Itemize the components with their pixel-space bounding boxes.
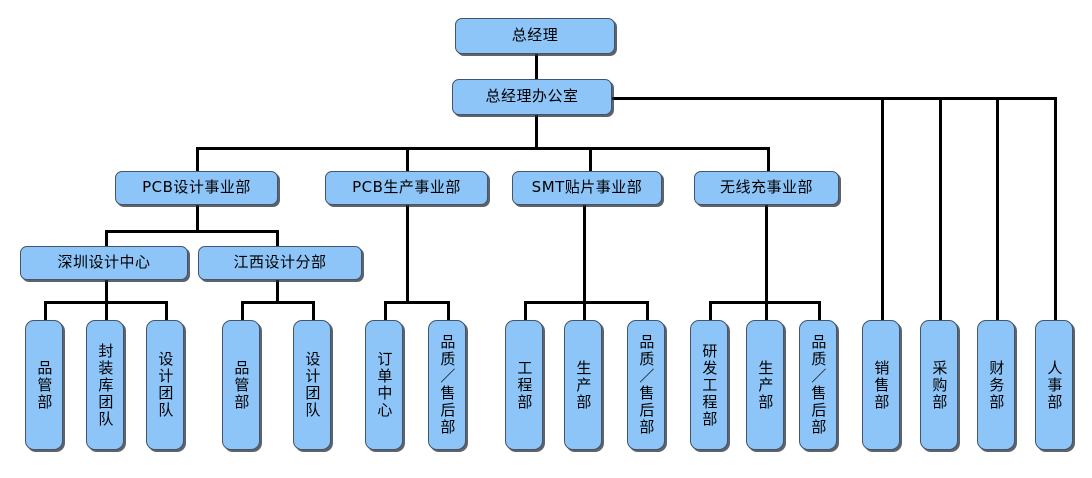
connector-smt-leaf-1 <box>524 301 527 321</box>
leaf-label: 品质／售后部 <box>438 334 457 436</box>
connector-smt-leaf-2 <box>583 301 586 321</box>
leaf-label: 品质／售后部 <box>809 334 828 436</box>
leaf-purchasing-department[interactable]: 采购部 <box>920 320 958 450</box>
node-label: 深圳设计中心 <box>57 253 151 272</box>
connector-drop-hr <box>1054 97 1057 321</box>
connector-drop-finance <box>996 97 999 321</box>
leaf-shenzhen-package-library[interactable]: 封装库团队 <box>86 320 124 450</box>
leaf-label: 销售部 <box>872 359 891 411</box>
leaf-label: 生产部 <box>756 359 775 411</box>
connector-wireless-leaf-2 <box>765 301 768 321</box>
leaf-label: 工程部 <box>515 359 534 411</box>
connector-drop-wireless <box>767 147 770 173</box>
node-label: 总经理 <box>511 26 559 45</box>
connector-shenzhen-leaf-3 <box>165 301 168 321</box>
connector-pcbprod-stem <box>406 203 409 303</box>
node-shenzhen-design-center[interactable]: 深圳设计中心 <box>20 246 188 280</box>
connector-smt-leaf-3 <box>646 301 649 321</box>
leaf-label: 人事部 <box>1045 359 1064 411</box>
node-general-manager[interactable]: 总经理 <box>455 18 615 54</box>
leaf-label: 采购部 <box>930 359 949 411</box>
connector-division-bus <box>196 147 770 150</box>
connector-centers-bus <box>105 230 279 233</box>
connector-gm-to-office <box>535 52 538 82</box>
connector-drop-jiangxi <box>276 230 279 248</box>
leaf-shenzhen-design-team[interactable]: 设计团队 <box>146 320 184 450</box>
connector-jiangxi-stem <box>276 278 279 303</box>
leaf-label: 设计团队 <box>303 351 322 419</box>
connector-shenzhen-leaf-1 <box>44 301 47 321</box>
connector-drop-purchasing <box>939 97 942 321</box>
connector-drop-sales <box>881 97 884 321</box>
leaf-label: 品质／售后部 <box>637 334 656 436</box>
node-pcb-design-division[interactable]: PCB设计事业部 <box>115 171 278 205</box>
connector-wireless-leaf-1 <box>709 301 712 321</box>
connector-direct-bus <box>612 97 1057 100</box>
node-smt-division[interactable]: SMT贴片事业部 <box>512 171 662 205</box>
leaf-jiangxi-design-team[interactable]: 设计团队 <box>293 320 331 450</box>
node-label: PCB生产事业部 <box>352 178 461 197</box>
node-pcb-production-division[interactable]: PCB生产事业部 <box>325 171 488 205</box>
connector-pcbprod-leaf-1 <box>384 301 387 321</box>
connector-jiangxi-leaf-2 <box>312 301 315 321</box>
node-jiangxi-design-branch[interactable]: 江西设计分部 <box>198 246 362 280</box>
leaf-hr-department[interactable]: 人事部 <box>1035 320 1073 450</box>
leaf-wireless-production[interactable]: 生产部 <box>746 320 784 450</box>
leaf-shenzhen-quality[interactable]: 品管部 <box>25 320 63 450</box>
leaf-label: 设计团队 <box>156 351 175 419</box>
node-label: 江西设计分部 <box>233 253 327 272</box>
node-label: 无线充事业部 <box>719 178 813 197</box>
connector-jiangxi-leaf-1 <box>241 301 244 321</box>
leaf-label: 封装库团队 <box>96 342 115 428</box>
leaf-sales-department[interactable]: 销售部 <box>862 320 900 450</box>
leaf-label: 品管部 <box>35 359 54 411</box>
leaf-pcbprod-quality-aftersales[interactable]: 品质／售后部 <box>428 320 466 450</box>
node-label: PCB设计事业部 <box>142 178 251 197</box>
connector-drop-smt <box>589 147 592 173</box>
connector-office-stem <box>535 113 538 149</box>
connector-wireless-leaf-3 <box>818 301 821 321</box>
leaf-wireless-rd-engineering[interactable]: 研发工程部 <box>690 320 728 450</box>
connector-drop-shenzhen <box>105 230 108 248</box>
leaf-smt-quality-aftersales[interactable]: 品质／售后部 <box>627 320 665 450</box>
leaf-label: 财务部 <box>987 359 1006 411</box>
node-label: SMT贴片事业部 <box>531 178 643 197</box>
leaf-finance-department[interactable]: 财务部 <box>977 320 1015 450</box>
leaf-label: 生产部 <box>574 359 593 411</box>
leaf-label: 品管部 <box>232 359 251 411</box>
connector-wireless-stem <box>765 203 768 303</box>
connector-drop-pcb-production <box>406 147 409 173</box>
leaf-jiangxi-quality[interactable]: 品管部 <box>222 320 260 450</box>
leaf-smt-engineering[interactable]: 工程部 <box>505 320 543 450</box>
connector-shenzhen-stem <box>105 278 108 303</box>
leaf-smt-production[interactable]: 生产部 <box>564 320 602 450</box>
connector-pcbprod-leaf-2 <box>447 301 450 321</box>
connector-smt-stem <box>583 203 586 303</box>
leaf-wireless-quality-aftersales[interactable]: 品质／售后部 <box>799 320 837 450</box>
leaf-label: 订单中心 <box>375 351 394 419</box>
connector-shenzhen-leaf-2 <box>105 301 108 321</box>
connector-drop-pcb-design <box>196 147 199 173</box>
connector-jiangxi-bus <box>241 301 315 304</box>
node-wireless-division[interactable]: 无线充事业部 <box>694 171 839 205</box>
connector-pcbprod-bus <box>384 301 450 304</box>
node-label: 总经理办公室 <box>485 87 579 106</box>
connector-smt-bus <box>524 301 649 304</box>
leaf-label: 研发工程部 <box>700 342 719 428</box>
connector-pcbdesign-stem <box>196 203 199 232</box>
leaf-order-center[interactable]: 订单中心 <box>365 320 403 450</box>
node-gm-office[interactable]: 总经理办公室 <box>452 79 612 115</box>
